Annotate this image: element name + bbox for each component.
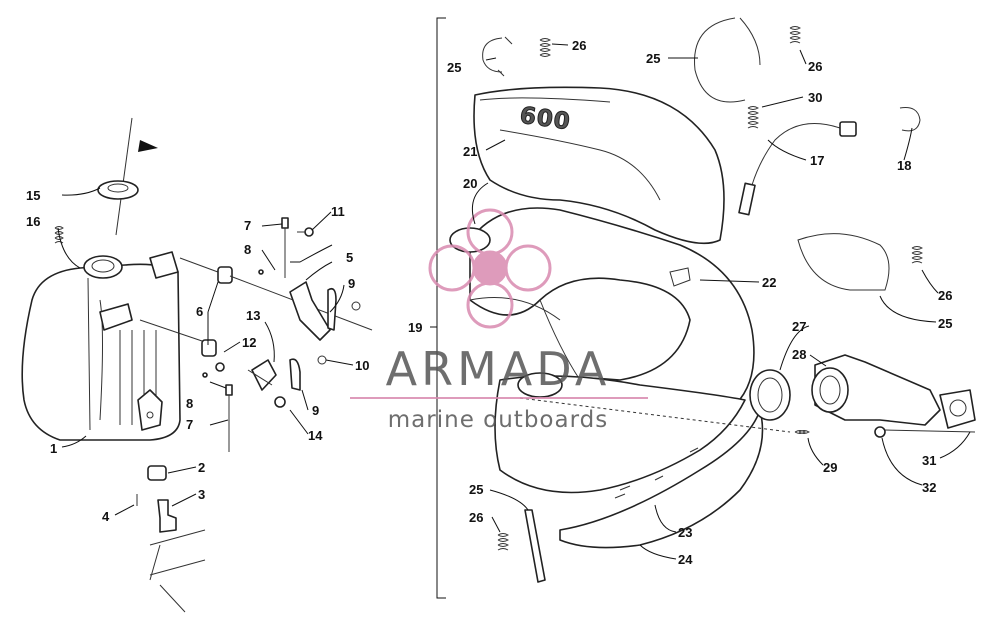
cap <box>147 465 167 481</box>
callout-29: 29 <box>823 460 837 475</box>
callout-26-top-left: 26 <box>572 38 586 53</box>
callout-24: 24 <box>678 552 693 567</box>
oil-tank-assembly <box>21 117 373 613</box>
leader-lines <box>57 43 971 560</box>
callout-18: 18 <box>897 158 911 173</box>
callout-13: 13 <box>246 308 260 323</box>
callout-32: 32 <box>922 480 936 495</box>
bracket <box>289 281 331 341</box>
brand-text: ARMADA <box>386 342 611 396</box>
callout-28: 28 <box>792 347 806 362</box>
callout-19: 19 <box>408 320 422 335</box>
callout-8-lower: 8 <box>186 396 193 411</box>
callout-22: 22 <box>762 275 776 290</box>
fitting <box>157 499 177 533</box>
callout-21: 21 <box>463 144 477 159</box>
callout-9-upper: 9 <box>348 276 355 291</box>
callout-numbers: 15 16 1 2 3 4 5 6 7 7 8 8 9 9 10 11 12 1… <box>26 38 952 567</box>
arrow-icon <box>138 140 158 152</box>
bushing <box>217 266 233 284</box>
callout-6: 6 <box>196 304 203 319</box>
callout-30: 30 <box>808 90 822 105</box>
callout-27: 27 <box>792 319 806 334</box>
callout-26-right: 26 <box>938 288 952 303</box>
band-clamp <box>694 17 746 103</box>
callout-12: 12 <box>242 335 256 350</box>
callout-16: 16 <box>26 214 40 229</box>
callout-8-upper: 8 <box>244 242 251 257</box>
propeller-logo-icon <box>428 208 552 329</box>
callout-23: 23 <box>678 525 692 540</box>
callout-31: 31 <box>922 453 936 468</box>
sensor-connector <box>839 121 857 137</box>
callout-20: 20 <box>463 176 477 191</box>
watermark: ARMADA marine outboards <box>350 208 648 433</box>
callout-26-bottom: 26 <box>469 510 483 525</box>
oil-tank <box>21 263 181 441</box>
exhaust-assembly: 600 <box>436 17 976 599</box>
callout-10: 10 <box>355 358 369 373</box>
callout-25-bottom: 25 <box>469 482 483 497</box>
callout-26-top-right: 26 <box>808 59 822 74</box>
muffler <box>473 86 725 245</box>
callout-25-top-right: 25 <box>646 51 660 66</box>
tagline-text: marine outboards <box>388 407 608 433</box>
callout-7-upper: 7 <box>244 218 251 233</box>
callout-15: 15 <box>26 188 40 203</box>
spring <box>539 38 551 57</box>
grommet <box>97 180 139 200</box>
callout-14: 14 <box>308 428 323 443</box>
callout-9-lower: 9 <box>312 403 319 418</box>
callout-25-top-left: 25 <box>447 60 461 75</box>
exhaust-seal <box>749 369 791 421</box>
callout-17: 17 <box>810 153 824 168</box>
callout-25-right: 25 <box>938 316 952 331</box>
gasket <box>939 389 976 429</box>
callout-3: 3 <box>198 487 205 502</box>
callout-7-lower: 7 <box>186 417 193 432</box>
small-spring <box>54 226 64 244</box>
callout-2: 2 <box>198 460 205 475</box>
callout-5: 5 <box>346 250 353 265</box>
callout-11: 11 <box>331 204 345 219</box>
heat-shield <box>494 375 746 494</box>
callout-1: 1 <box>50 441 57 456</box>
callout-4: 4 <box>102 509 110 524</box>
fill-neck <box>83 255 123 279</box>
